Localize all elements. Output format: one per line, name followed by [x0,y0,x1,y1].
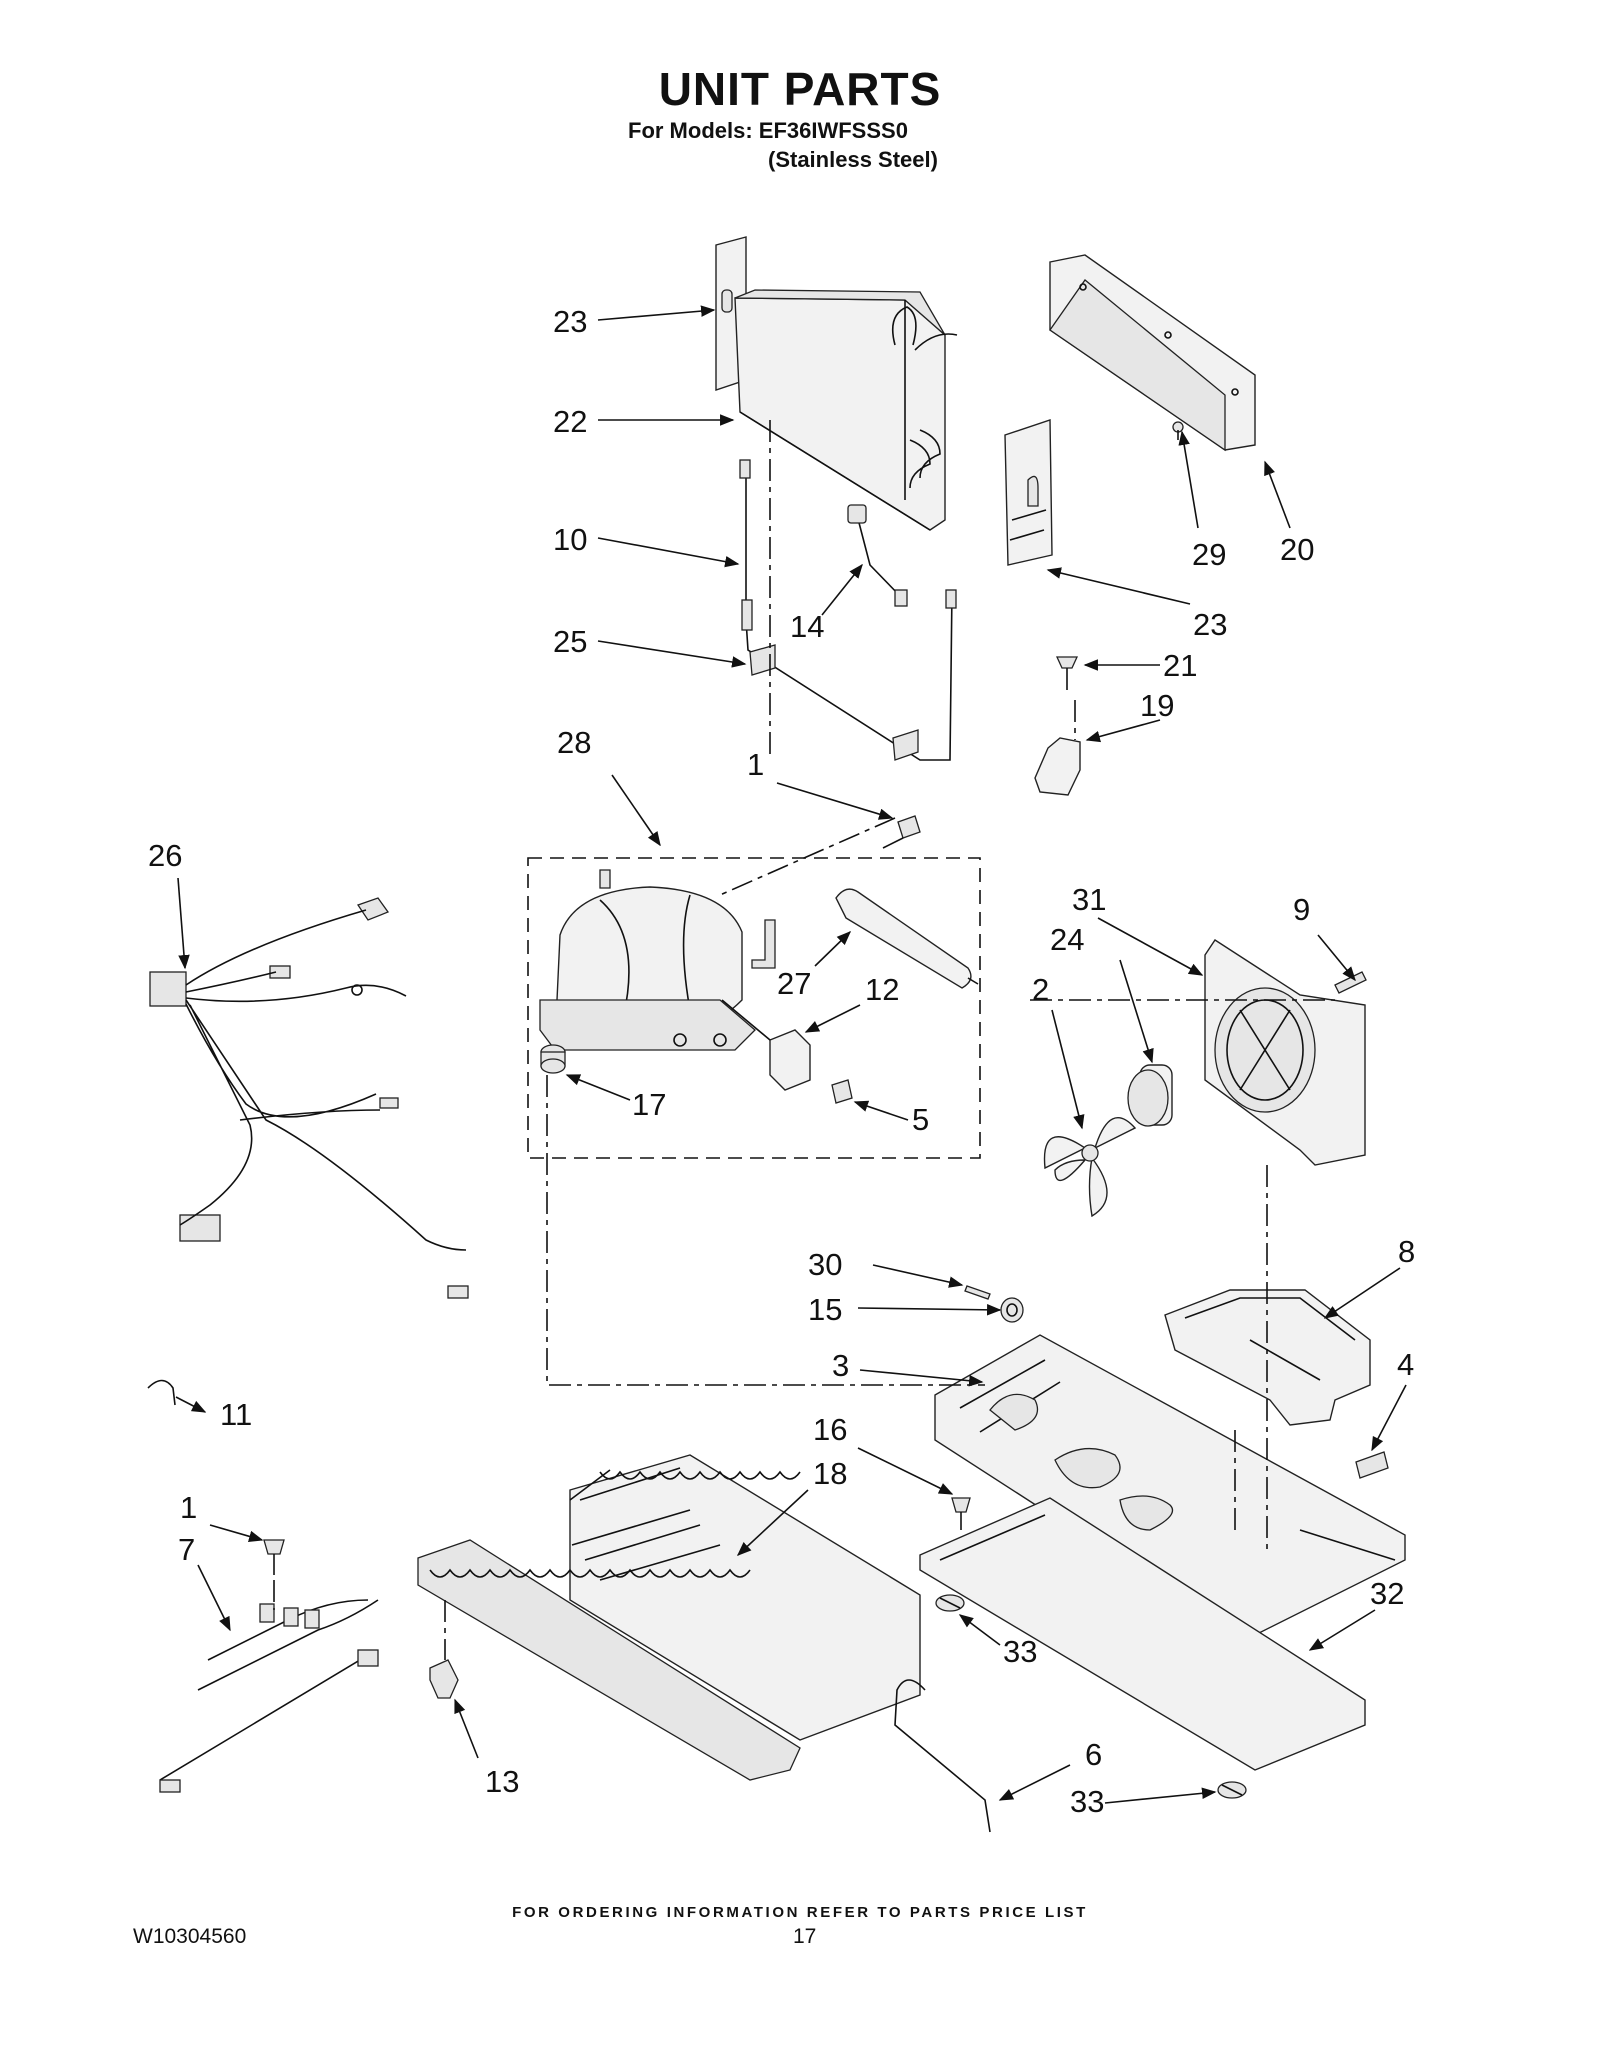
part-6-tube [894,1679,991,1833]
callout-23: 23 [553,304,587,339]
ordering-note: FOR ORDERING INFORMATION REFER TO PARTS … [512,1904,1088,1921]
callout-13: 13 [485,1764,519,1799]
part-12-relay [721,999,811,1091]
callout-5: 5 [912,1102,929,1137]
callout-2: 2 [1032,972,1049,1007]
part-18-condenser [417,1454,921,1781]
callout-8: 8 [1398,1234,1415,1269]
callout-12: 12 [865,972,899,1007]
callout-18: 18 [813,1456,847,1491]
callout-16: 16 [813,1412,847,1447]
part-20-cover [1049,254,1256,452]
callout-32: 32 [1370,1576,1404,1611]
part-23-right-bracket [1004,419,1053,566]
callout-23: 23 [1193,607,1227,642]
callout-30: 30 [808,1247,842,1282]
callout-26: 26 [148,838,182,873]
callout-10: 10 [553,522,587,557]
part-27-drier [835,888,979,989]
part-1-screw [263,1539,285,1575]
part-1-bolt [882,815,921,849]
part-14-defrost-sensor [847,504,908,607]
callout-15: 15 [808,1292,842,1327]
part-19-clip [1034,737,1081,796]
part-8-tray [1164,1289,1371,1426]
callout-1: 1 [747,747,764,782]
callout-33: 33 [1070,1784,1104,1819]
callout-7: 7 [178,1532,195,1567]
part-30-pin [964,1285,991,1300]
callout-29: 29 [1192,537,1226,572]
callout-24: 24 [1050,922,1084,957]
part-5-cover [831,1079,853,1104]
part-33-foot [935,1594,965,1612]
assembly-centerlines [273,420,1335,1660]
finish-line: (Stainless Steel) [768,147,938,172]
callout-11: 11 [220,1397,252,1432]
callout-27: 27 [777,966,811,1001]
callout-6: 6 [1085,1737,1102,1772]
part-26-wire-harness [149,897,469,1299]
part-24-fan-motor [1127,1064,1173,1127]
callout-14: 14 [790,609,824,644]
part-3-base-plate [934,1334,1406,1641]
leader-arrows [175,305,1407,1804]
part-31-fan-shroud [1204,939,1366,1166]
callout-33: 33 [1003,1634,1037,1669]
callout-9: 9 [1293,892,1310,927]
callout-17: 17 [632,1087,666,1122]
callout-19: 19 [1140,688,1174,723]
part-22-evaporator [734,289,958,531]
page-number: 17 [793,1925,817,1948]
part-21-screw [1055,656,1079,690]
callout-labels: 23 22 10 25 14 23 29 20 21 19 28 1 26 27… [148,304,1415,1819]
callout-1: 1 [180,1490,197,1525]
part-2-fan-blade [1043,1117,1137,1218]
part-33-foot [1217,1781,1247,1799]
callout-22: 22 [553,404,587,439]
part-13-clip [429,1659,459,1699]
part-11-clip [147,1379,176,1406]
part-10-heater [739,459,957,761]
part-4-screw [1355,1451,1389,1479]
part-15-grommet [1000,1297,1024,1323]
callout-20: 20 [1280,532,1314,567]
models-line: For Models: EF36IWFSSS0 [628,118,908,143]
callout-31: 31 [1072,882,1106,917]
part-7-harness [159,1599,379,1793]
part-16-screw [951,1497,971,1530]
part-28-compressor [539,869,776,1051]
part-32-panel [919,1497,1366,1771]
part-17-grommet [540,1044,566,1074]
callout-4: 4 [1397,1347,1414,1382]
document-number: W10304560 [133,1925,247,1948]
callout-25: 25 [553,624,587,659]
compressor-group-box [527,857,981,1159]
callout-3: 3 [832,1348,849,1383]
callout-28: 28 [557,725,591,760]
part-25-clips [749,644,919,761]
callout-21: 21 [1163,648,1197,683]
page-title: UNIT PARTS [658,63,942,115]
